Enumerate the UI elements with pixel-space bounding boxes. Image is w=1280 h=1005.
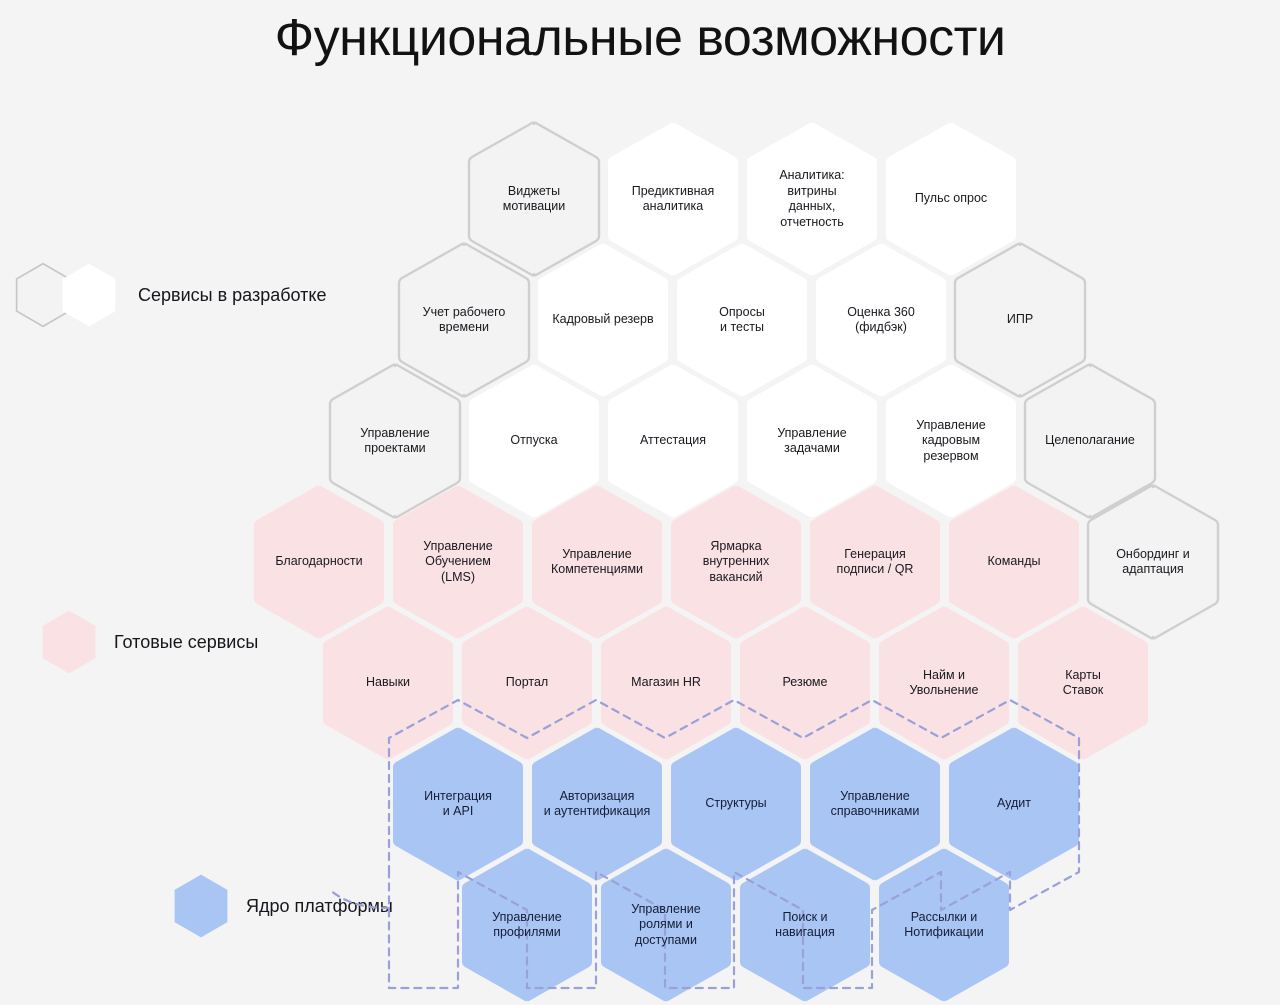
legend-swatch-group-ready-services bbox=[40, 609, 98, 675]
hexagon-pink-swatch-icon bbox=[42, 610, 96, 674]
hex-cell-label: Управление задачами bbox=[777, 425, 847, 456]
hex-cell-label: Управление справочниками bbox=[830, 788, 920, 819]
hex-cell[interactable]: Управление Обучением (LMS) bbox=[388, 482, 528, 642]
hex-cell-label: Кадровый резерв bbox=[552, 312, 654, 327]
hexagon-shape-icon bbox=[747, 364, 877, 518]
hexagon-shape-icon bbox=[397, 242, 531, 398]
hex-cell[interactable]: Аттестация bbox=[603, 361, 743, 521]
hex-cell-label: Магазин HR bbox=[631, 675, 701, 690]
hex-cell[interactable]: Рассылки и Нотификации bbox=[874, 845, 1014, 1005]
hex-cell-label: Поиск и навигация bbox=[775, 909, 835, 940]
hex-cell[interactable]: Управление Компетенциями bbox=[527, 482, 667, 642]
hexagon-shape-icon bbox=[816, 243, 946, 397]
hexagon-shape-icon bbox=[469, 364, 599, 518]
hexagon-shape-icon bbox=[1023, 363, 1157, 519]
hexagon-shape-icon bbox=[677, 243, 807, 397]
hexagon-blue-swatch-icon bbox=[174, 874, 228, 938]
hex-cell-label: Найм и Увольнение bbox=[909, 667, 979, 698]
hexagon-shape-icon bbox=[608, 122, 738, 276]
legend-swatch-group-in-development bbox=[14, 262, 118, 328]
hex-cell-label: Благодарности bbox=[275, 554, 363, 569]
hex-cell-label: Авторизация и аутентификация bbox=[543, 788, 651, 819]
hex-cell-label: Отпуска bbox=[510, 433, 558, 448]
hex-cell[interactable]: Опросы и тесты bbox=[672, 240, 812, 400]
hex-cell-label: Управление ролями и доступами bbox=[631, 901, 701, 947]
hex-cell-label: Структуры bbox=[705, 796, 767, 811]
hex-cell-label: Виджеты мотивации bbox=[502, 183, 566, 214]
hexagon-shape-icon bbox=[949, 485, 1079, 639]
hex-cell-label: ИПР bbox=[1006, 312, 1034, 327]
hex-cell-label: Портал bbox=[505, 675, 549, 690]
hex-cell-label: Управление Обучением (LMS) bbox=[423, 538, 493, 584]
hex-cell-label: Генерация подписи / QR bbox=[836, 546, 914, 577]
hex-cell-label: Аудит bbox=[996, 796, 1032, 811]
hex-cell-label: Учет рабочего времени bbox=[422, 304, 506, 335]
hex-cell-label: Команды bbox=[987, 554, 1041, 569]
hex-cell[interactable]: Виджеты мотивации bbox=[464, 119, 604, 279]
hex-cell-label: Рассылки и Нотификации bbox=[904, 909, 984, 940]
hex-cell[interactable]: Управление ролями и доступами bbox=[596, 845, 736, 1005]
hex-cell[interactable]: Предиктивная аналитика bbox=[603, 119, 743, 279]
hex-cell[interactable]: Управление кадровым резервом bbox=[881, 361, 1021, 521]
legend-item-ready-services: Готовые сервисы bbox=[40, 609, 258, 675]
hex-cell-label: Управление Компетенциями bbox=[550, 546, 644, 577]
hex-cell-label: Интеграция и API bbox=[424, 788, 492, 819]
hexagon-shape-icon bbox=[608, 364, 738, 518]
hexagon-shape-icon bbox=[254, 485, 384, 639]
hexagon-shape-icon bbox=[747, 122, 877, 276]
legend-label-platform-core: Ядро платформы bbox=[246, 895, 393, 916]
hex-cell-label: Онбординг и адаптация bbox=[1116, 546, 1190, 577]
hex-cell-label: Аналитика: витрины данных, отчетность bbox=[779, 168, 845, 229]
legend-label-in-development: Сервисы в разработке bbox=[138, 284, 327, 305]
hexagon-shape-icon bbox=[810, 485, 940, 639]
hex-cell[interactable]: Управление профилями bbox=[457, 845, 597, 1005]
legend-item-in-development: Сервисы в разработке bbox=[14, 262, 327, 328]
hex-cell[interactable]: Онбординг и адаптация bbox=[1083, 482, 1223, 642]
hexagon-shape-icon bbox=[538, 243, 668, 397]
hex-cell[interactable]: Управление задачами bbox=[742, 361, 882, 521]
hexagon-shape-icon bbox=[1086, 484, 1220, 640]
hex-cell-label: Ярмарка внутренних вакансий bbox=[702, 538, 770, 584]
hex-cell[interactable]: Благодарности bbox=[249, 482, 389, 642]
legend-swatch-group-platform-core bbox=[172, 873, 230, 939]
hex-cell[interactable]: Аналитика: витрины данных, отчетность bbox=[742, 119, 882, 279]
hex-cell-label: Предиктивная аналитика bbox=[631, 183, 715, 214]
hex-cell-label: Целеполагание bbox=[1045, 433, 1135, 448]
hex-cell[interactable]: Управление проектами bbox=[325, 361, 465, 521]
hex-cell[interactable]: Команды bbox=[944, 482, 1084, 642]
hex-cell[interactable]: ИПР bbox=[950, 240, 1090, 400]
hex-cell[interactable]: Оценка 360 (фидбэк) bbox=[811, 240, 951, 400]
hexagon-shape-icon bbox=[886, 122, 1016, 276]
hex-cell-label: Аттестация bbox=[639, 433, 707, 448]
hex-cell-label: Оценка 360 (фидбэк) bbox=[847, 304, 915, 335]
hex-cell[interactable]: Кадровый резерв bbox=[533, 240, 673, 400]
hex-cell-label: Пульс опрос bbox=[914, 191, 988, 206]
hex-cell[interactable]: Отпуска bbox=[464, 361, 604, 521]
hex-cell[interactable]: Пульс опрос bbox=[881, 119, 1021, 279]
hexagon-shape-icon bbox=[467, 121, 601, 277]
hex-cell[interactable]: Учет рабочего времени bbox=[394, 240, 534, 400]
hex-cell[interactable]: Целеполагание bbox=[1020, 361, 1160, 521]
hex-cell-label: Управление кадровым резервом bbox=[916, 417, 986, 463]
hexagon-shape-icon bbox=[953, 242, 1087, 398]
hex-cell-label: Опросы и тесты bbox=[719, 304, 765, 335]
hexagon-shape-icon bbox=[671, 485, 801, 639]
hexagon-shape-icon bbox=[328, 363, 462, 519]
hexagon-shape-icon bbox=[393, 485, 523, 639]
legend-item-platform-core: Ядро платформы bbox=[172, 873, 393, 939]
hex-cell-label: Управление проектами bbox=[360, 425, 430, 456]
hex-cell[interactable]: Генерация подписи / QR bbox=[805, 482, 945, 642]
hex-cell-label: Управление профилями bbox=[492, 909, 562, 940]
hex-cell[interactable]: Поиск и навигация bbox=[735, 845, 875, 1005]
hex-cell[interactable]: Ярмарка внутренних вакансий bbox=[666, 482, 806, 642]
page-title: Функциональные возможности bbox=[274, 9, 1006, 67]
hexagon-white-swatch-icon bbox=[62, 263, 116, 327]
hex-cell-label: Карты Ставок bbox=[1062, 667, 1104, 698]
hex-cell-label: Навыки bbox=[365, 675, 411, 690]
hexagon-shape-icon bbox=[886, 364, 1016, 518]
hexagon-shape-icon bbox=[532, 485, 662, 639]
legend-label-ready-services: Готовые сервисы bbox=[114, 631, 259, 652]
hex-cell-label: Резюме bbox=[782, 675, 828, 690]
